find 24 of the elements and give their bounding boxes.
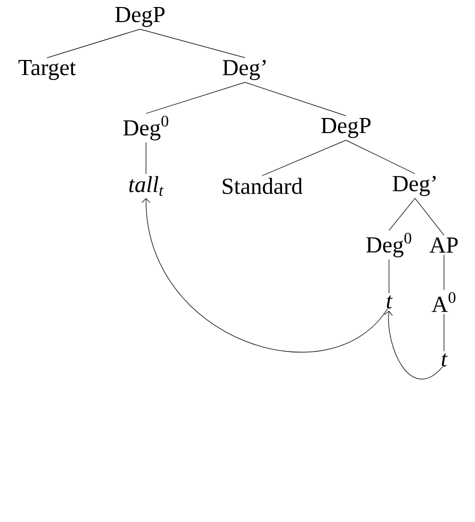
tree-label: AP: [430, 237, 458, 253]
tree-branch: [262, 140, 346, 176]
tree-branch: [414, 198, 444, 236]
tree-label: t: [386, 295, 393, 309]
movement-arrow: [142, 198, 388, 352]
tree-branch: [244, 82, 346, 116]
tree-label: Deg$^{0}$: [366, 232, 412, 258]
tree-label: DegP: [321, 118, 371, 138]
tree-branch: [46, 28, 140, 58]
tree-label: DegP: [115, 7, 165, 27]
tree-branch: [346, 140, 416, 174]
tree-branch: [388, 198, 416, 231]
tree-branch: [146, 82, 246, 114]
tree-label: Deg’: [392, 176, 436, 196]
tree-label: A$^{0}$: [432, 292, 456, 312]
tree-label: Standard: [222, 178, 302, 194]
tree-label: Deg$^{0}$: [123, 116, 168, 140]
tree-branch: [388, 259, 390, 294]
tree-label: t: [442, 353, 448, 367]
tree-label: tall$_{t}$: [129, 176, 164, 196]
movement-arrow: [384, 310, 443, 380]
tree-label: Target: [18, 60, 76, 80]
tree-branch: [140, 28, 246, 58]
tree-label: Deg’: [222, 60, 266, 80]
